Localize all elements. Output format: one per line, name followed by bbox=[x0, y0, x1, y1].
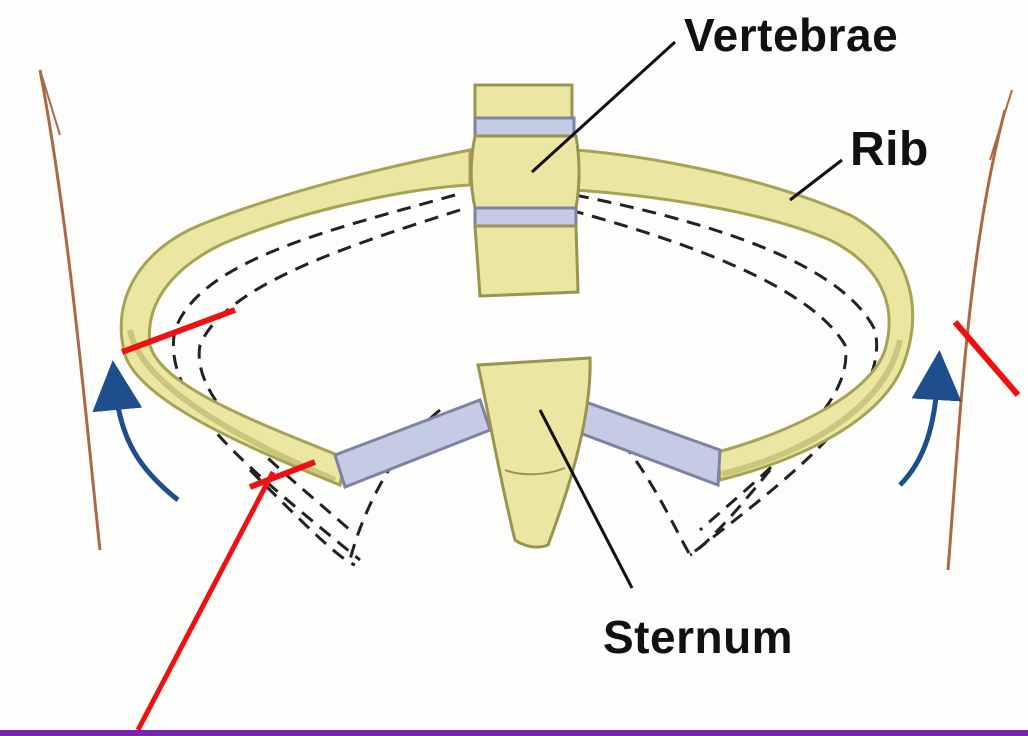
costal-cartilage-left bbox=[335, 400, 490, 487]
red-pointer-line bbox=[138, 472, 273, 730]
sternum-bone bbox=[478, 358, 590, 547]
vertebrae-column bbox=[471, 85, 579, 296]
costal-cartilage-right bbox=[572, 400, 720, 485]
bottom-accent-bar bbox=[0, 730, 1028, 736]
vertebrae-label: Vertebrae bbox=[684, 8, 898, 62]
body-outline-left bbox=[40, 70, 100, 550]
body-outline-right bbox=[948, 110, 1005, 570]
body-outline-right-inner bbox=[990, 90, 1012, 160]
rib-label: Rib bbox=[850, 122, 929, 177]
movement-arrow-right bbox=[900, 375, 938, 485]
rib-leader-line bbox=[790, 160, 842, 200]
sternum-label: Sternum bbox=[603, 610, 793, 664]
